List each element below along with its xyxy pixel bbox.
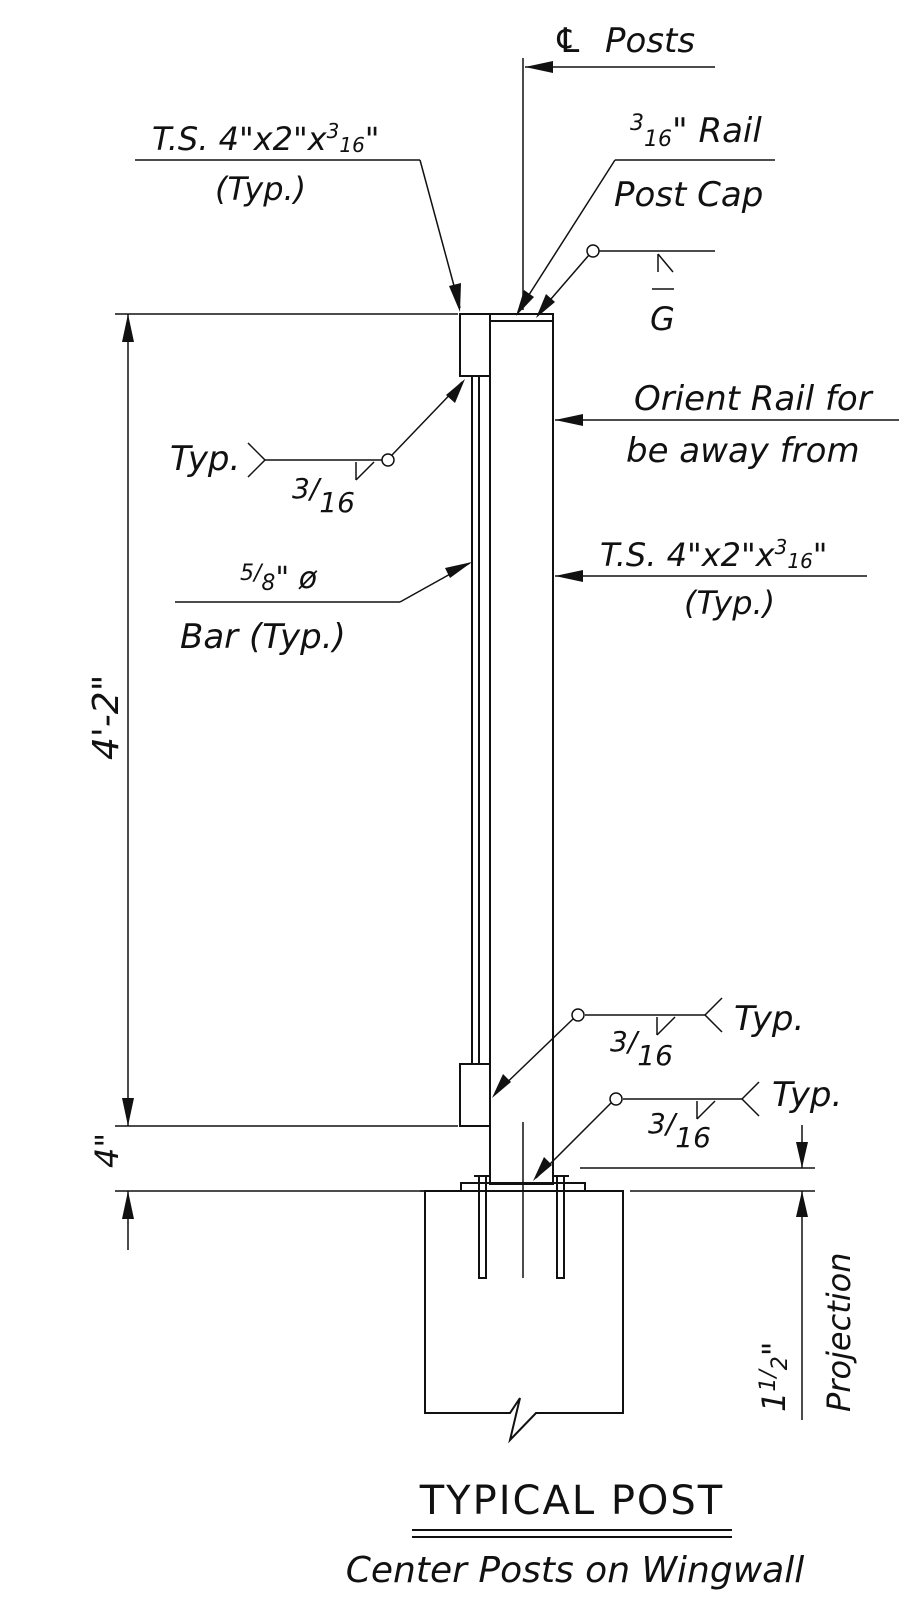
weld-left-tail-b xyxy=(247,459,266,478)
weld-low1-circle xyxy=(571,1008,585,1022)
weld-left-tail-a xyxy=(247,442,266,461)
upper-rail-tube xyxy=(459,313,491,377)
weld-low2-tail-b xyxy=(741,1098,760,1117)
weld-low2-size: 3/16 xyxy=(648,1107,711,1154)
ts-right-arrow xyxy=(555,570,583,582)
projection-label: Projection xyxy=(820,1253,858,1413)
dim-arrow-gap xyxy=(122,1191,134,1219)
typ-lower2-label: Typ. xyxy=(772,1075,842,1115)
typ-lower1-label: Typ. xyxy=(734,999,804,1039)
weld-left-arrow xyxy=(446,379,465,403)
ts-right-typ: (Typ.) xyxy=(684,584,775,622)
weld-g-arrow xyxy=(536,294,555,318)
weld-low1-sym-b xyxy=(656,1016,676,1036)
dim-gap-label: 4" xyxy=(88,1133,126,1168)
proj-arrow-up xyxy=(796,1191,808,1217)
bar-size-label: 5/8" ø xyxy=(240,561,318,596)
projection-size: 11/2" xyxy=(755,1342,793,1413)
ts-top-typ: (Typ.) xyxy=(215,170,306,208)
dim-arrow-bottom xyxy=(122,1098,134,1126)
cl-arrow xyxy=(525,61,553,73)
rail-label: 316" Rail xyxy=(630,111,762,152)
weld-low2-tail-a xyxy=(741,1081,760,1100)
drawing-subtitle: Center Posts on Wingwall xyxy=(346,1550,804,1591)
bar-arrow xyxy=(445,562,472,578)
ts-top-label: T.S. 4"x2"x316" xyxy=(152,119,380,158)
weld-low2-arrow xyxy=(533,1157,552,1181)
weld-low1-tail-b xyxy=(704,1014,723,1033)
orient-line1: Orient Rail for xyxy=(634,379,874,419)
drawing-title: TYPICAL POST xyxy=(419,1478,725,1524)
wingwall-outline xyxy=(424,1190,624,1444)
typ-left-label: Typ. xyxy=(170,439,240,479)
ts-right-label: T.S. 4"x2"x316" xyxy=(600,535,828,574)
weld-g-sym-b xyxy=(657,253,674,273)
bar-typ-label: Bar (Typ.) xyxy=(180,617,346,657)
weld-low1-size: 3/16 xyxy=(610,1025,673,1072)
ts-top-leader xyxy=(419,159,461,309)
weld-left-sym-b xyxy=(355,461,375,481)
weld-left-size: 3/16 xyxy=(292,472,355,519)
ts-top-arrow xyxy=(449,283,461,312)
orient-line2: be away from xyxy=(626,431,860,471)
weld-g-circle xyxy=(586,244,600,258)
proj-arrow-down xyxy=(796,1142,808,1168)
dim-arrow-top xyxy=(122,314,134,342)
weld-left-circle xyxy=(381,453,395,467)
lower-rail-tube xyxy=(459,1063,491,1127)
rail-leader xyxy=(517,159,616,313)
weld-low2-circle xyxy=(609,1092,623,1106)
cl-symbol: ℄ xyxy=(553,21,583,61)
rail-arrow xyxy=(516,290,534,316)
weld-low2-sym-b xyxy=(696,1100,716,1120)
weld-low1-tail-a xyxy=(704,997,723,1016)
cl-posts-label: Posts xyxy=(605,21,695,61)
orient-arrow xyxy=(555,414,583,426)
dim-height-label: 4'-2" xyxy=(86,675,127,760)
post-cap-label: Post Cap xyxy=(614,175,763,215)
weld-low1-arrow xyxy=(492,1074,511,1098)
weld-g-letter: G xyxy=(650,300,675,338)
post-tube xyxy=(489,313,554,1185)
